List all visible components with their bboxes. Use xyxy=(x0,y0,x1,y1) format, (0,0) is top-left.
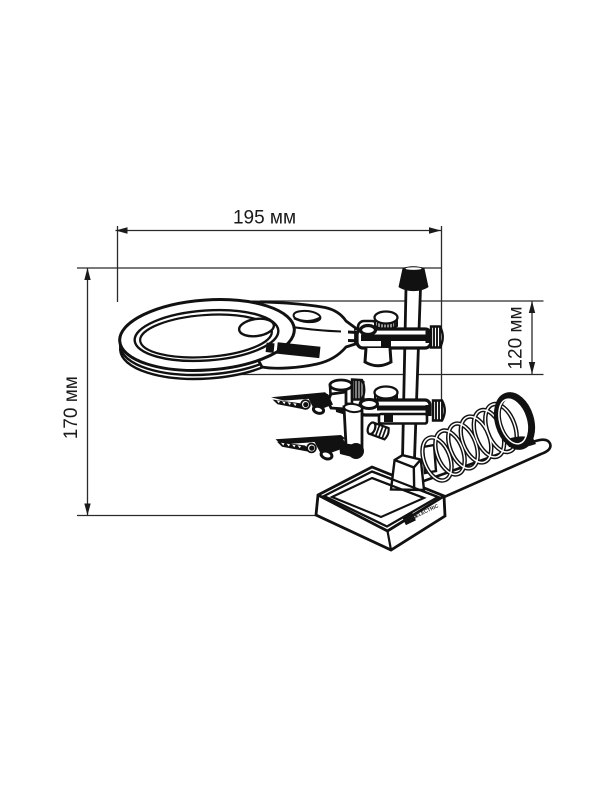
svg-text:170 мм: 170 мм xyxy=(61,376,82,439)
svg-text:120 мм: 120 мм xyxy=(506,306,527,369)
svg-text:195 мм: 195 мм xyxy=(233,208,296,229)
svg-text:TDM: TDM xyxy=(404,514,418,525)
